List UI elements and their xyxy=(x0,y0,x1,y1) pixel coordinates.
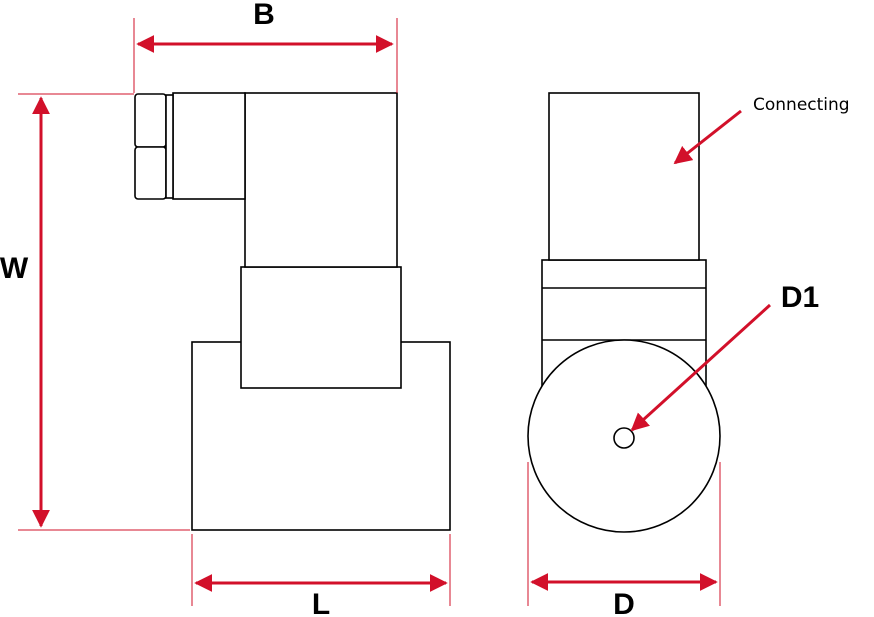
front-connector-housing xyxy=(548,92,700,261)
callout-d1: D1 xyxy=(630,281,819,432)
collar xyxy=(240,266,402,389)
gland-nut-top xyxy=(134,93,167,148)
label-d1: D1 xyxy=(781,281,819,314)
gland-nut-inner xyxy=(165,94,174,199)
dimension-b: B xyxy=(133,0,398,93)
dimension-w: W xyxy=(0,93,190,531)
connector-housing xyxy=(244,92,398,268)
label-w: W xyxy=(0,252,29,285)
callout-connecting: Connecting xyxy=(673,95,850,165)
label-d: D xyxy=(613,588,635,617)
dimension-l: L xyxy=(191,534,451,617)
dimension-d: D xyxy=(527,462,721,617)
label-connecting: Connecting xyxy=(753,95,850,115)
label-b: B xyxy=(253,0,275,31)
port-hole xyxy=(613,427,635,449)
front-view xyxy=(527,92,721,533)
cable-gland-body xyxy=(172,92,246,200)
side-view xyxy=(134,92,451,531)
label-l: L xyxy=(312,588,330,617)
gland-nut-bottom xyxy=(134,146,167,200)
